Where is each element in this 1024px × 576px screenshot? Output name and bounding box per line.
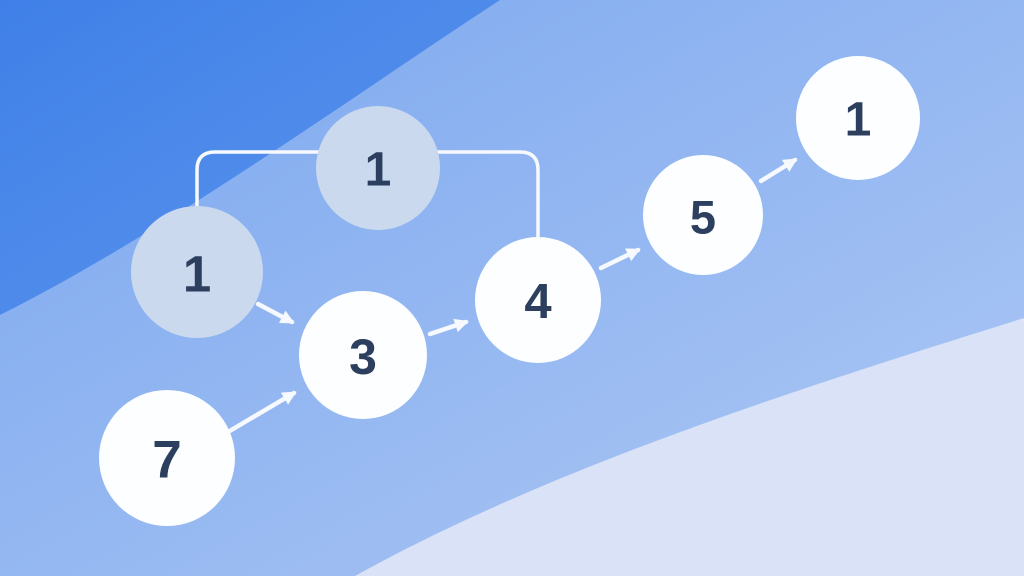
- node-circle: [643, 155, 763, 275]
- node-circle: [475, 237, 601, 363]
- arrows-layer: [225, 157, 798, 435]
- background-band-dark: [0, 0, 500, 315]
- graph-node-n1-right: 1: [796, 56, 920, 180]
- arrow-n3-to-n4: [427, 318, 469, 337]
- node-value: 7: [152, 431, 181, 490]
- node-value: 4: [524, 275, 551, 329]
- node-value: 1: [183, 246, 211, 303]
- graph-node-n3: 3: [299, 291, 427, 419]
- graph-node-n7: 7: [99, 390, 235, 526]
- arrow-n4-to-n5: [598, 247, 641, 271]
- node-value: 5: [690, 190, 716, 243]
- node-value: 3: [349, 329, 377, 385]
- node-circle: [99, 390, 235, 526]
- node-circle: [131, 206, 263, 338]
- arrow-n1-left-to-n3: [255, 301, 295, 325]
- node-circle: [299, 291, 427, 419]
- node-circle: [316, 106, 440, 230]
- background-band-light: [355, 318, 1024, 576]
- node-circle: [796, 56, 920, 180]
- graph-node-n5: 5: [643, 155, 763, 275]
- graph-node-n4: 4: [475, 237, 601, 363]
- arrow-n7-to-n3: [225, 390, 297, 435]
- node-value: 1: [845, 93, 872, 146]
- arrow-n5-to-n1-right: [758, 157, 798, 184]
- graph-node-n1-left: 1: [131, 206, 263, 338]
- graph-node-n1-top: 1: [316, 106, 440, 230]
- node-value: 1: [365, 143, 392, 196]
